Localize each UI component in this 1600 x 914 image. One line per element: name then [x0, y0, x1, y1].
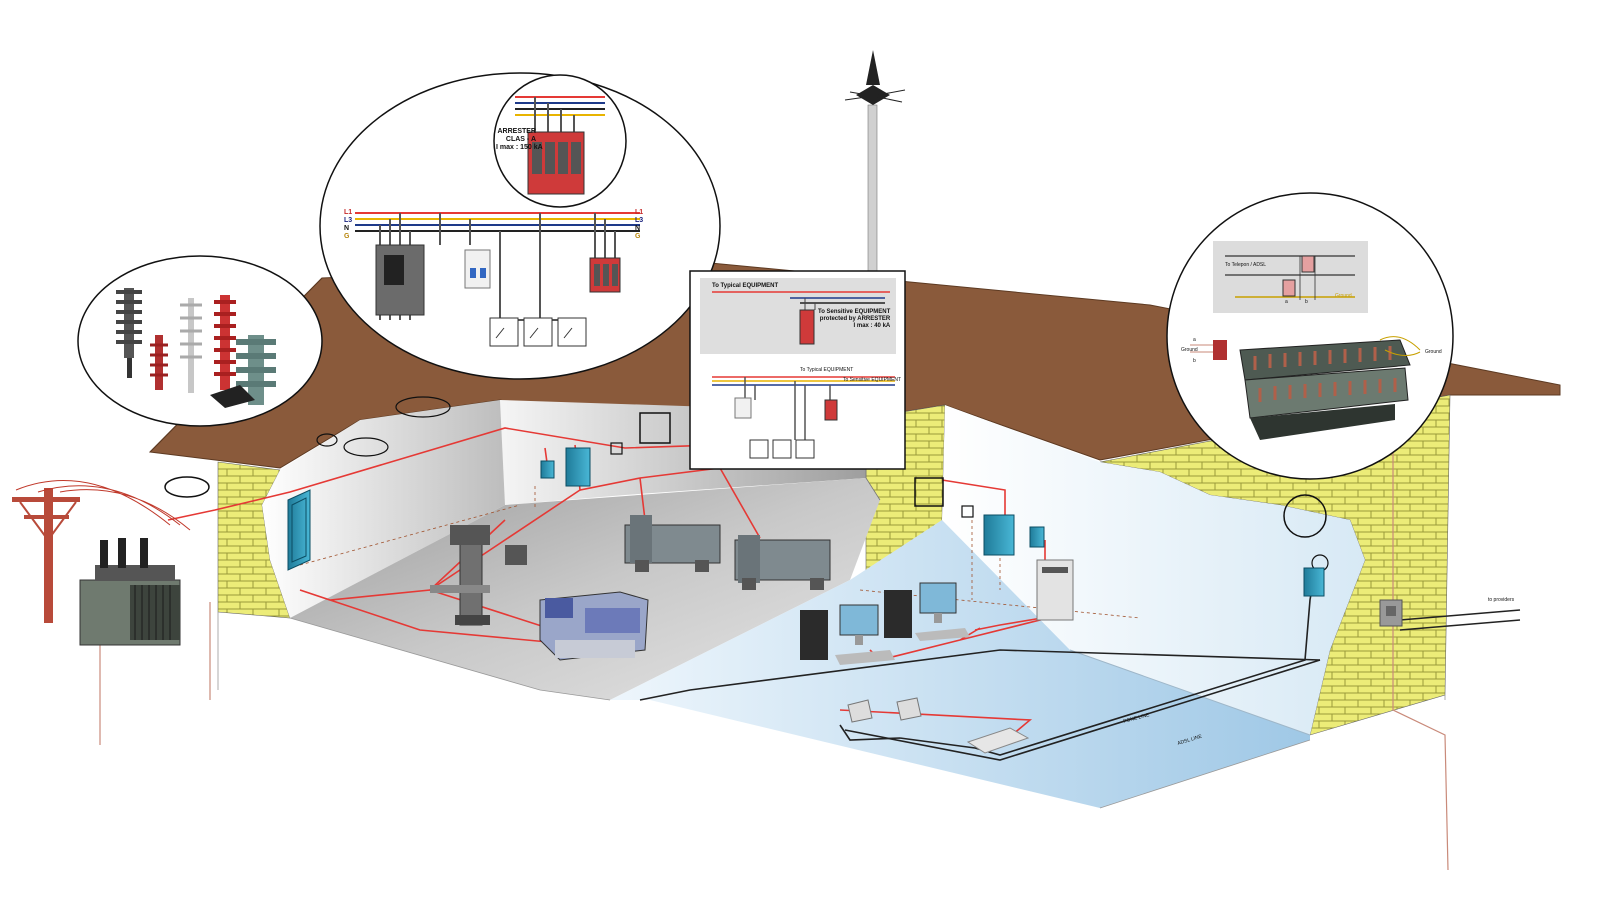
cnc-machine — [539, 591, 649, 661]
ground-left-label: Ground — [1181, 347, 1198, 353]
telephone-1 — [847, 699, 873, 723]
wire-label-g-right: G — [635, 233, 641, 240]
wire-label-l3-left: L3 — [344, 217, 353, 224]
ups-unit — [1036, 559, 1074, 621]
dashed-lines — [299, 486, 1141, 619]
arrester-title-line2: CLAS - A — [505, 136, 536, 144]
typical-equipment-label: To Typical EQUIPMENT — [712, 283, 779, 289]
telephone-2 — [896, 697, 922, 721]
hv-arrester-grey — [116, 288, 142, 378]
lathe-1 — [624, 515, 721, 572]
arrester-class-a-label: ARRESTER CLAS - A I max : 150 kA — [496, 128, 543, 152]
meters — [489, 317, 587, 347]
right-room-back-wall — [942, 405, 1365, 735]
junction-circle — [164, 476, 210, 498]
typical-equipment-small-label: To Typical EQUIPMENT — [800, 367, 854, 373]
sensitive-line3: I max : 40 kA — [853, 322, 891, 329]
mcb — [464, 249, 491, 289]
pair-b-label: b — [1193, 358, 1196, 364]
to-providers-label: to providers — [1488, 597, 1515, 603]
wire-label-l1-right: L1 — [635, 209, 644, 216]
pair-a-label: a — [1193, 337, 1196, 343]
sensitive-line2: protected by ARRESTER — [819, 315, 891, 322]
office-cabinet — [983, 514, 1045, 556]
ground-bar-label: Ground — [1335, 293, 1352, 299]
wire-label-n-left: N — [344, 225, 350, 232]
arrester-class-a-inset — [493, 74, 627, 208]
wire-label-n-right: N — [635, 225, 641, 232]
lathe-2 — [734, 535, 831, 590]
hv-arrester-green — [210, 335, 276, 408]
hv-arrester-insulator — [180, 298, 202, 393]
right-room-floor — [610, 520, 1310, 808]
wire-label-l1-left: L1 — [344, 209, 353, 216]
hv-arrester-inset — [77, 255, 323, 427]
panel-wiring-inset — [319, 72, 721, 380]
ground-right-label: Ground — [1425, 349, 1442, 355]
computer-1 — [800, 604, 895, 665]
hv-arrester-red-tall — [214, 295, 236, 390]
computer-2 — [884, 582, 970, 641]
distribution-cabinet-main — [287, 489, 311, 571]
sensitive-line1: To Sensitive EQUIPMENT — [818, 309, 891, 315]
sensitive-equipment-label: To Sensitive EQUIPMENT protected by ARRE… — [818, 309, 890, 330]
left-room-floor — [290, 478, 880, 700]
arrester-title-line1: ARRESTER — [497, 128, 536, 135]
distribution-cabinet-small — [540, 447, 591, 487]
telecom-arrester-inset — [1166, 192, 1454, 480]
telecom-box — [1303, 567, 1403, 627]
lightning-rod — [844, 50, 906, 288]
to-telecom-label: To Telepon / ADSL — [1225, 262, 1267, 268]
milling-machine — [430, 525, 527, 626]
terminal-b-label: b — [1305, 299, 1308, 305]
sensitive-equipment-small-label: To Sensitive EQUIPMENT — [843, 377, 902, 383]
wire-label-g-left: G — [344, 233, 350, 240]
arrester-title-line3: I max : 150 kA — [496, 144, 543, 152]
wire-label-l3-right: L3 — [635, 217, 644, 224]
transformer — [79, 538, 181, 646]
left-room-side-wall — [262, 400, 505, 618]
adsl-modem — [966, 727, 1030, 754]
terminal-a-label: a — [1285, 299, 1288, 305]
equipment-panel-inset — [689, 270, 906, 470]
utility-pole — [12, 480, 191, 623]
hv-arrester-red-small — [150, 335, 168, 390]
